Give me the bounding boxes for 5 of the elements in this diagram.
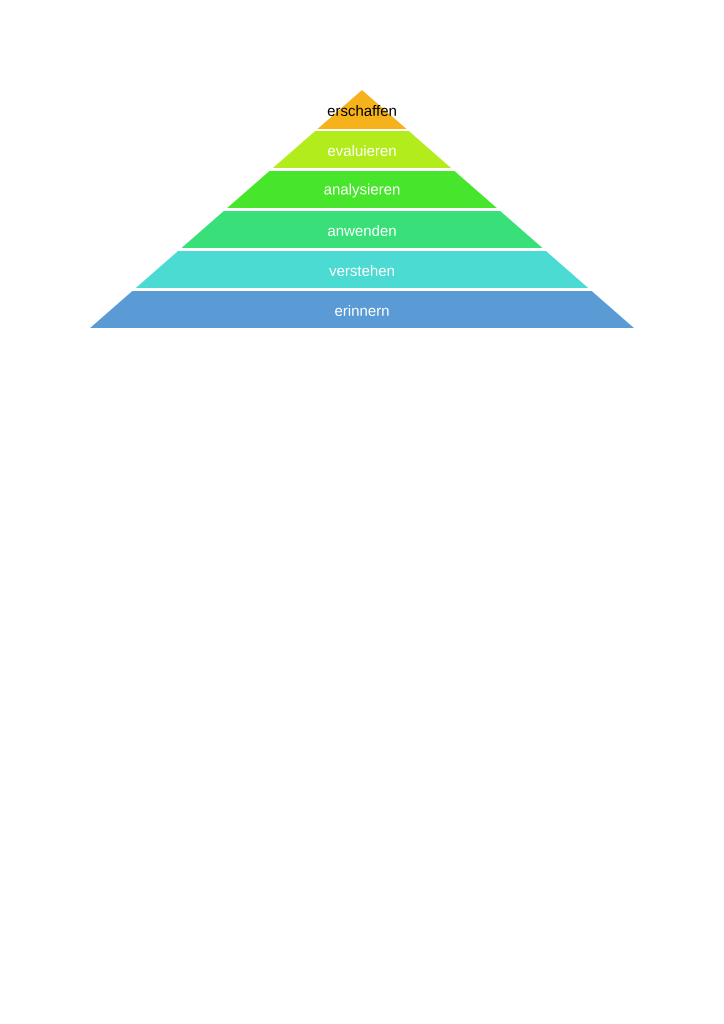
pyramid-layer: analysieren: [227, 171, 497, 208]
pyramid-layer: erinnern: [90, 291, 634, 328]
pyramid-layer: verstehen: [135, 251, 589, 288]
pyramid-layer: anwenden: [181, 211, 543, 248]
pyramid-layer: evaluieren: [272, 131, 452, 168]
